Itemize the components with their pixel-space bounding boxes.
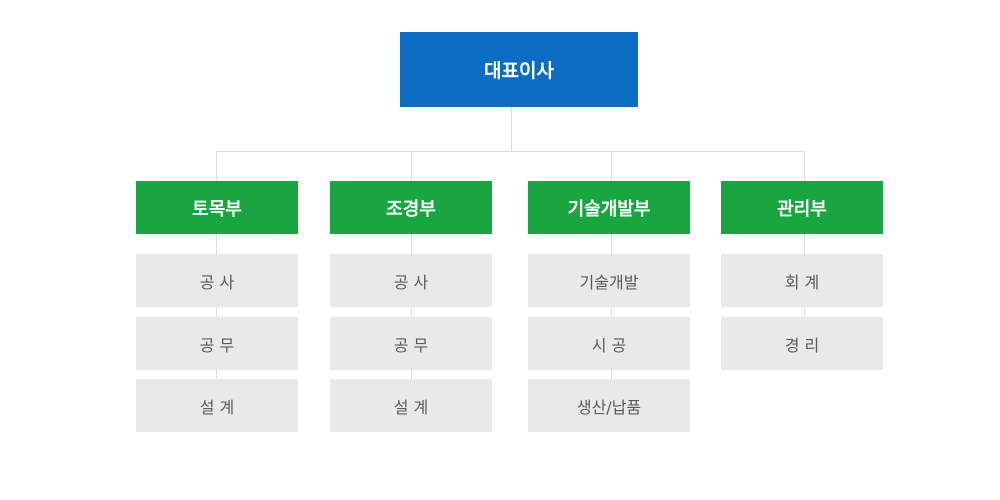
department-civil: 토목부 — [136, 181, 298, 234]
team-label: 설 계 — [199, 397, 235, 417]
team-label: 공 무 — [393, 335, 429, 355]
team-box: 시 공 — [528, 317, 690, 370]
team-box: 설 계 — [330, 379, 492, 432]
team-box: 공 사 — [136, 254, 298, 307]
team-box: 설 계 — [136, 379, 298, 432]
department-tech-dev: 기술개발부 — [528, 181, 690, 234]
team-label: 공 사 — [393, 272, 429, 292]
team-label: 회 계 — [784, 272, 820, 292]
team-label: 기술개발 — [579, 272, 639, 292]
team-box: 생산/납품 — [528, 379, 690, 432]
team-box: 회 계 — [721, 254, 883, 307]
team-label: 공 사 — [199, 272, 235, 292]
team-label: 시 공 — [591, 335, 627, 355]
connector-ceo-down — [511, 107, 512, 151]
team-box: 기술개발 — [528, 254, 690, 307]
team-box: 공 무 — [330, 317, 492, 370]
team-label: 설 계 — [393, 397, 429, 417]
team-box: 경 리 — [721, 317, 883, 370]
department-label: 관리부 — [777, 198, 827, 220]
department-management: 관리부 — [721, 181, 883, 234]
connector-dept-2 — [611, 151, 612, 181]
department-label: 토목부 — [192, 198, 242, 220]
connector-dept-1 — [411, 151, 412, 181]
team-label: 생산/납품 — [576, 397, 642, 417]
department-landscape: 조경부 — [330, 181, 492, 234]
connector-dept-0 — [216, 151, 217, 181]
ceo-label: 대표이사 — [484, 60, 554, 82]
team-box: 공 무 — [136, 317, 298, 370]
team-box: 공 사 — [330, 254, 492, 307]
connector-dept-3 — [804, 151, 805, 181]
department-label: 조경부 — [386, 198, 436, 220]
ceo-box: 대표이사 — [400, 32, 638, 107]
connector-horizontal — [216, 151, 805, 152]
team-label: 공 무 — [199, 335, 235, 355]
team-label: 경 리 — [784, 335, 820, 355]
department-label: 기술개발부 — [567, 198, 651, 220]
